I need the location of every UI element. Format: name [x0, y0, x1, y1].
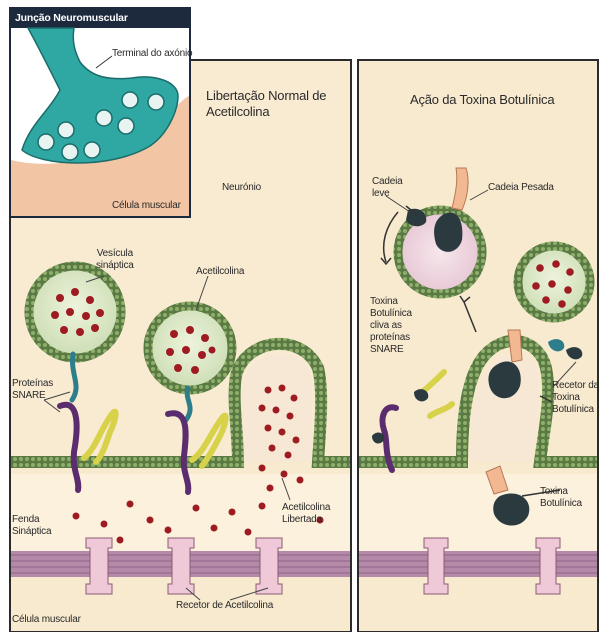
left-panel-title: Libertação Normal de Acetilcolina [206, 88, 326, 120]
synaptic-vesicle-label: Vesícula sináptica [96, 248, 134, 272]
right-panel-title: Ação da Toxina Botulínica [410, 92, 554, 108]
inset-axon-terminal-label: Terminal do axónio [112, 48, 192, 60]
inset-muscle-cell-label: Célula muscular [112, 200, 181, 212]
snare-proteins-label: Proteínas SNARE [12, 378, 53, 402]
toxin-receptor-label: Recetor da Toxina Botulínica [552, 380, 599, 416]
acetylcholine-label: Acetilcolina [196, 266, 244, 278]
ach-receptor-label: Recetor de Acetilcolina [176, 600, 273, 612]
heavy-chain-label: Cadeia Pesada [488, 182, 554, 194]
left-muscle-cell-label: Célula muscular [12, 614, 81, 626]
light-chain-label: Cadeia leve [372, 176, 403, 200]
left-vesicle-1 [29, 266, 121, 358]
inset-title: Junção Neuromuscular [15, 12, 128, 24]
released-ach-label: Acetilcolina Libertada [282, 502, 330, 526]
botulinum-toxin-label: Toxina Botulínica [540, 486, 582, 510]
neuron-label: Neurónio [222, 182, 261, 194]
left-vesicle-2 [148, 306, 232, 390]
inset-neuromuscular-junction [10, 8, 190, 217]
cleaves-snare-label: Toxina Botulínica cliva as proteínas SNA… [370, 296, 412, 356]
synaptic-cleft-label: Fenda Sináptica [12, 514, 51, 538]
right-muscle-membrane [359, 551, 597, 577]
